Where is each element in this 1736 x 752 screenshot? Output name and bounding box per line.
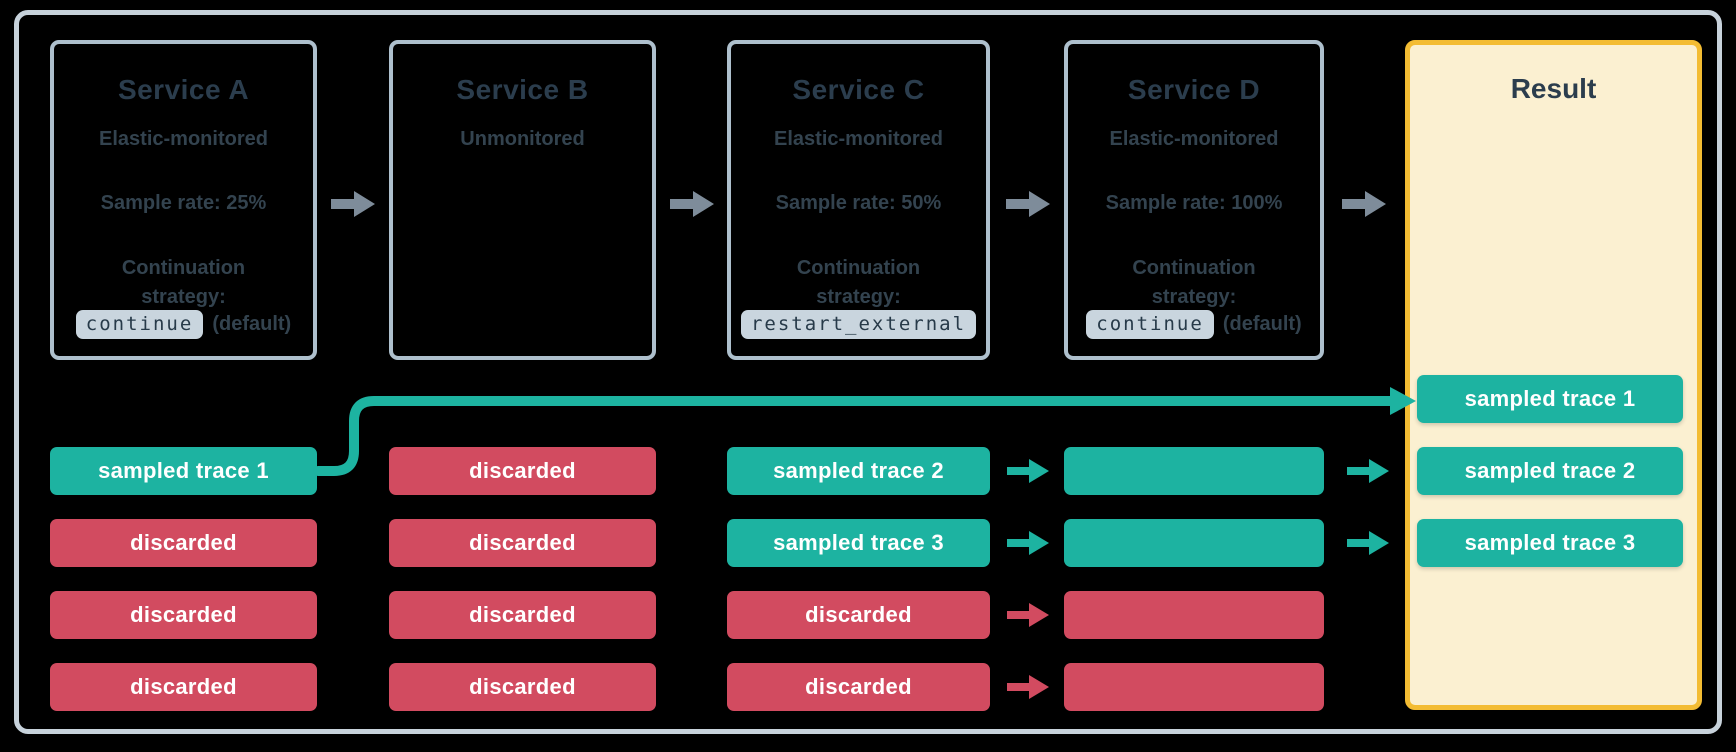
service-subtitle: Elastic-monitored: [774, 128, 943, 150]
service-d-box: Service D Elastic-monitored Sample rate:…: [1064, 40, 1324, 360]
service-subtitle: Elastic-monitored: [99, 128, 268, 150]
trace-bar: [1064, 663, 1324, 711]
service-continuation-label: Continuation strategy:: [731, 254, 986, 312]
arrow-right-icon: [1342, 191, 1386, 217]
trace-bar-label: sampled trace 2: [1464, 458, 1636, 483]
trace-bar-label: sampled trace 2: [773, 458, 944, 483]
trace-bar-label: discarded: [469, 458, 576, 483]
trace-bar: discarded: [50, 591, 317, 639]
arrow-right-icon: [1007, 459, 1049, 483]
trace-bar-label: discarded: [130, 674, 237, 699]
trace-bar-label: sampled trace 3: [1464, 530, 1636, 555]
trace-bar: [1064, 519, 1324, 567]
service-title: Service D: [1127, 74, 1261, 105]
trace-bar: sampled trace 3: [727, 519, 990, 567]
trace-bar: discarded: [727, 591, 990, 639]
service-subtitle: Unmonitored: [460, 128, 585, 150]
strategy-chip-row: continue (default): [1068, 310, 1320, 339]
service-title: Service A: [117, 74, 250, 105]
trace-bar-label: discarded: [805, 602, 912, 627]
trace-bar: discarded: [389, 591, 656, 639]
trace-bar: discarded: [50, 519, 317, 567]
trace-bar: discarded: [50, 663, 317, 711]
continuation-text: Continuation strategy:: [1132, 257, 1256, 308]
trace-bar-label: discarded: [469, 602, 576, 627]
strategy-suffix: (default): [212, 313, 292, 335]
outer-frame: [14, 10, 1722, 734]
arrow-right-icon: [1007, 603, 1049, 627]
trace-bar-label: discarded: [130, 602, 237, 627]
trace-bar-label: sampled trace 1: [98, 458, 269, 483]
result-trace-bar: sampled trace 2: [1417, 447, 1683, 495]
trace-bar-label: discarded: [469, 530, 576, 555]
service-title: Service B: [456, 74, 589, 105]
strategy-chip-row: continue (default): [54, 310, 313, 339]
trace-bar-label: sampled trace 1: [1464, 386, 1636, 411]
strategy-chip-row: restart_external: [731, 310, 986, 339]
result-trace-bar: sampled trace 1: [1417, 375, 1683, 423]
service-continuation-label: Continuation strategy:: [1068, 254, 1320, 312]
service-c-box: Service C Elastic-monitored Sample rate:…: [727, 40, 990, 360]
trace-bar-label: discarded: [469, 674, 576, 699]
strategy-chip: restart_external: [740, 310, 977, 339]
strategy-chip: continue: [1086, 310, 1214, 339]
trace-bar: discarded: [727, 663, 990, 711]
arrow-right-icon: [1347, 459, 1389, 483]
service-sample-rate: Sample rate: 100%: [1105, 192, 1283, 214]
service-subtitle: Elastic-monitored: [1109, 128, 1279, 150]
service-sample-rate: Sample rate: 25%: [100, 192, 267, 214]
trace-bar-label: sampled trace 3: [773, 530, 944, 555]
service-b-box: Service B Unmonitored: [389, 40, 656, 360]
arrow-right-icon: [1006, 191, 1050, 217]
trace-bar: discarded: [389, 519, 656, 567]
service-sample-rate: Sample rate: 50%: [775, 192, 942, 214]
result-trace-bar: sampled trace 3: [1417, 519, 1683, 567]
trace-bar-label: discarded: [805, 674, 912, 699]
arrow-right-icon: [1007, 675, 1049, 699]
result-title: Result: [1510, 73, 1597, 104]
trace-bar: sampled trace 1: [50, 447, 317, 495]
arrow-right-icon: [1347, 531, 1389, 555]
service-a-box: Service A Elastic-monitored Sample rate:…: [50, 40, 317, 360]
trace-bar: discarded: [389, 663, 656, 711]
trace-bar-label: discarded: [130, 530, 237, 555]
trace-bar: [1064, 447, 1324, 495]
arrow-right-icon: [1007, 531, 1049, 555]
service-continuation-label: Continuation strategy:: [54, 254, 313, 312]
trace-bar: [1064, 591, 1324, 639]
strategy-chip: continue: [75, 310, 204, 339]
continuation-text: Continuation strategy:: [121, 257, 246, 308]
arrow-right-icon: [670, 191, 714, 217]
continuation-text: Continuation strategy:: [796, 257, 921, 308]
arrow-right-icon: [331, 191, 375, 217]
service-title: Service C: [792, 74, 925, 105]
trace-bar: sampled trace 2: [727, 447, 990, 495]
trace-bar: discarded: [389, 447, 656, 495]
strategy-suffix: (default): [1222, 313, 1302, 335]
